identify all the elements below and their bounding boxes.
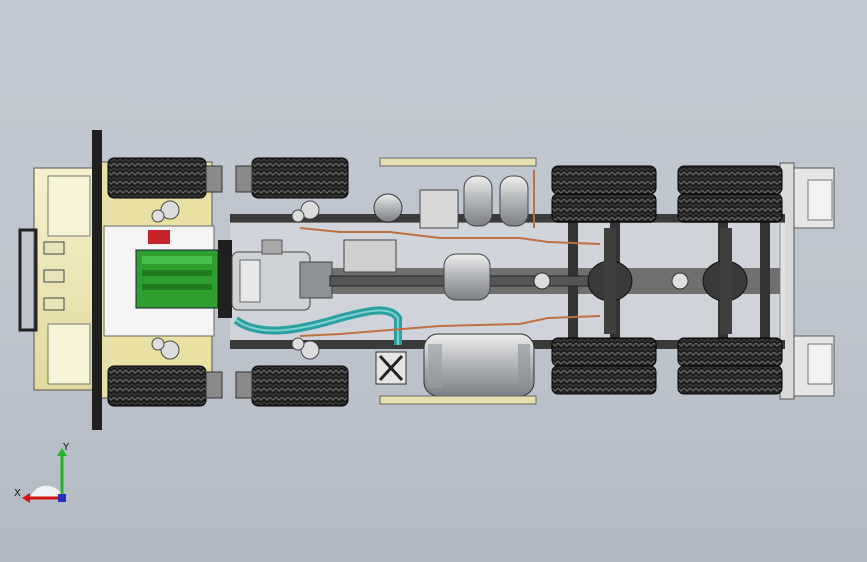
air-tanks[interactable] xyxy=(373,175,529,301)
y-axis-label: Y xyxy=(62,442,70,453)
rear-differentials[interactable] xyxy=(587,228,748,334)
fuel-tank[interactable] xyxy=(423,333,535,397)
battery-box[interactable] xyxy=(343,239,397,273)
x-axis-label: X xyxy=(14,488,21,499)
rear-tires-right[interactable] xyxy=(551,337,783,395)
second-axle-right-tire[interactable] xyxy=(235,365,349,407)
rear-tires-left[interactable] xyxy=(551,165,783,223)
x-axis-arrowhead xyxy=(22,493,30,503)
second-axle-left-tire[interactable] xyxy=(235,157,349,199)
front-left-tire[interactable] xyxy=(107,157,223,199)
suspension-hubs xyxy=(151,200,320,360)
close-box-icon xyxy=(375,351,407,385)
axis-triad-icon: Y X xyxy=(14,442,70,503)
coolant-pipe xyxy=(233,306,402,345)
front-right-tire[interactable] xyxy=(107,365,223,407)
brake-lines xyxy=(299,170,601,337)
z-axis-marker xyxy=(58,494,66,502)
rear-bumper xyxy=(779,162,835,400)
gearbox[interactable] xyxy=(231,239,333,311)
side-skirts xyxy=(379,157,537,405)
y-axis-arrowhead xyxy=(57,448,67,456)
engine-block[interactable] xyxy=(135,230,232,318)
